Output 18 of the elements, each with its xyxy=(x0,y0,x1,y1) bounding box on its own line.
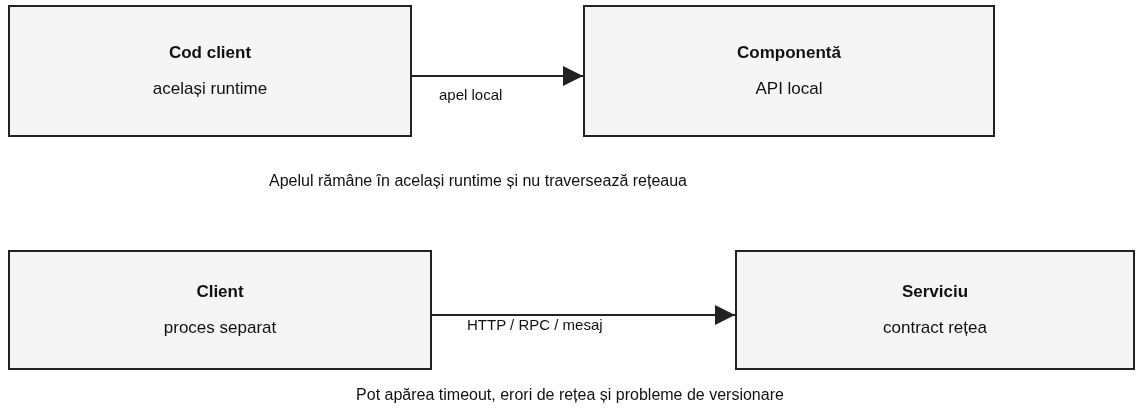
note-text: Apelul rămâne în același runtime și nu traversează rețeaua xyxy=(269,172,687,190)
box-subtitle: API local xyxy=(755,79,823,99)
box-subtitle: contract rețea xyxy=(883,318,987,338)
note-text: Pot apărea timeout, erori de rețea și probleme de versionare xyxy=(356,386,784,404)
box-subtitle: același runtime xyxy=(152,79,268,99)
box-title: Serviciu xyxy=(901,282,969,302)
edge-label: HTTP / RPC / mesaj xyxy=(465,316,605,333)
box-title: Componentă xyxy=(737,43,841,63)
process-box xyxy=(8,250,432,370)
box-subtitle: proces separat xyxy=(163,318,277,338)
process-box xyxy=(583,5,995,137)
box-title: Cod client xyxy=(168,43,252,63)
edge-label: apel local xyxy=(437,86,505,103)
process-box xyxy=(8,5,412,137)
arrow xyxy=(411,66,584,86)
process-box xyxy=(735,250,1135,370)
arrow xyxy=(431,305,736,325)
box-title: Client xyxy=(196,282,244,302)
